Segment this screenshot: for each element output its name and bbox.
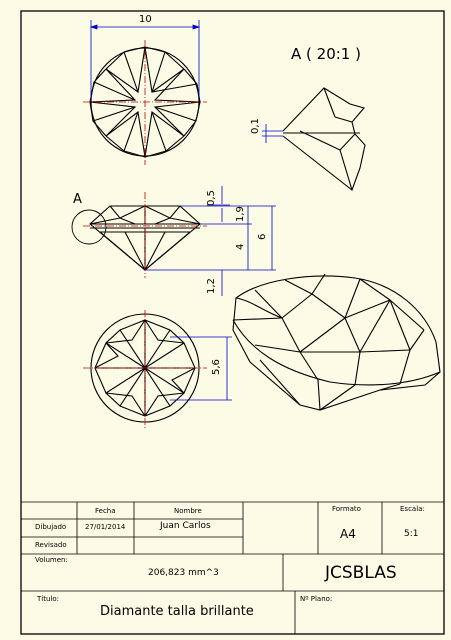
value-escala: 5:1 [404,529,419,539]
detail-view [282,87,366,191]
detail-dimension [262,124,283,143]
label-titulo: Título: [37,595,59,603]
title-block-grid [21,501,444,634]
isometric-view [232,273,441,411]
value-fecha: 27/01/2014 [85,523,126,531]
label-volumen: Volumen: [35,556,68,564]
value-formato: A4 [340,527,356,541]
top-view [89,46,201,158]
label-numero-plano: Nº Plano: [300,595,333,603]
label-escala: Escala: [400,505,425,513]
bottom-dimension [170,336,232,401]
detail-view-dimension-label: 0,1 [250,118,261,134]
header-nombre: Nombre [174,507,202,515]
bottom-view-dimension-label: 5,6 [211,359,222,375]
detail-callout-letter: A [73,192,82,207]
top-dimension [89,20,201,100]
label-revisado: Revisado [35,541,67,549]
value-volumen: 206,823 mm^3 [148,568,219,578]
company-name: JCSBLAS [325,563,397,583]
side-view-centerlines [83,192,207,278]
dimension-crown: 1,9 [235,206,246,222]
detail-view-label: A ( 20:1 ) [291,45,361,63]
top-view-centerlines [83,40,207,165]
dimension-culet: 1,2 [206,278,217,294]
detail-callout-circle [71,209,107,245]
value-nombre: Juan Carlos [160,521,211,531]
label-formato: Formato [332,505,361,513]
sheet-border [20,10,445,635]
top-view-dimension-label: 10 [139,14,152,25]
dimension-total: 6 [257,233,268,240]
header-fecha: Fecha [95,507,116,515]
dimension-crown-top: 0,5 [206,190,217,206]
dimension-pavilion: 4 [235,243,246,250]
value-titulo: Diamante talla brillante [100,604,254,619]
bottom-view-centerlines [83,310,207,428]
label-dibujado: Dibujado [35,523,67,531]
side-dimensions [145,186,276,296]
